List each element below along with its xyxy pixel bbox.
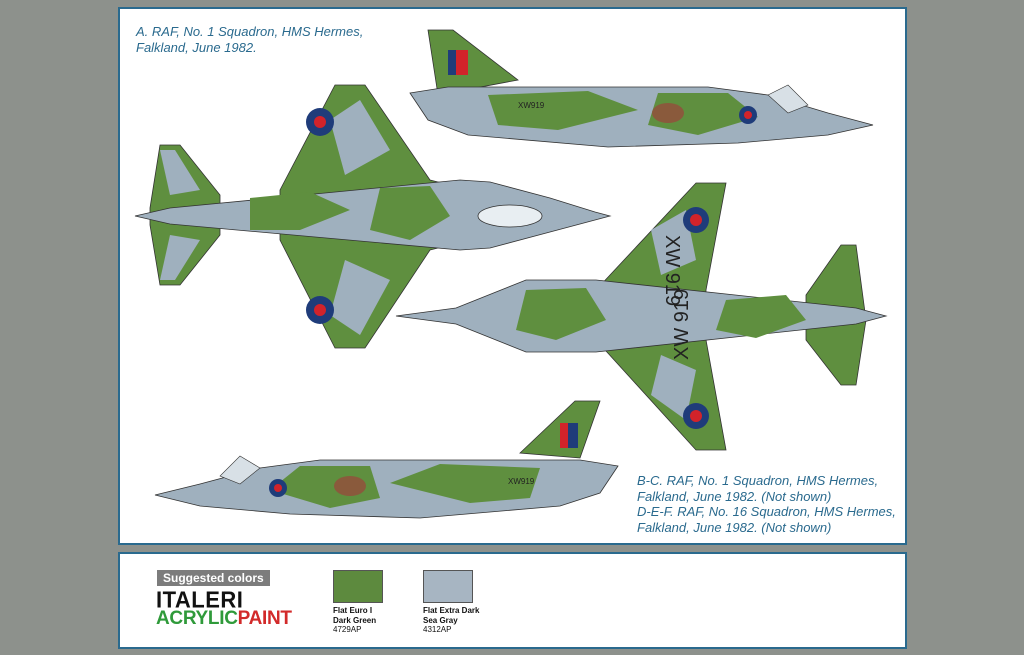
serial-side-left: XW919 (508, 477, 535, 486)
caption-scheme-a: A. RAF, No. 1 Squadron, HMS Hermes, Falk… (136, 24, 364, 55)
logo-paint: PAINT (237, 608, 292, 629)
aircraft-side-view-right: XW919 (409, 29, 874, 148)
aircraft-top-view (134, 84, 612, 349)
caption-schemes-b-f: B-C. RAF, No. 1 Squadron, HMS Hermes, Fa… (637, 473, 896, 535)
aircraft-underside-view: XW 919 XW 919 (395, 182, 888, 451)
serial-underside-upper: XW 919 (661, 235, 683, 306)
italeri-logo: ITALERI (156, 586, 244, 613)
swatch-dark-green (333, 570, 383, 603)
swatch-sea-gray (423, 570, 473, 603)
legend-panel (118, 552, 907, 649)
logo-acrylic: ACRYLIC (156, 608, 238, 629)
serial-underside-lower: XW 919 (671, 289, 693, 360)
acrylic-paint-logo: ACRYLICPAINT (156, 608, 292, 630)
suggested-colors-badge: Suggested colors (157, 570, 270, 586)
serial-side-right: XW919 (518, 101, 545, 110)
aircraft-side-view-left: XW919 (154, 400, 619, 519)
